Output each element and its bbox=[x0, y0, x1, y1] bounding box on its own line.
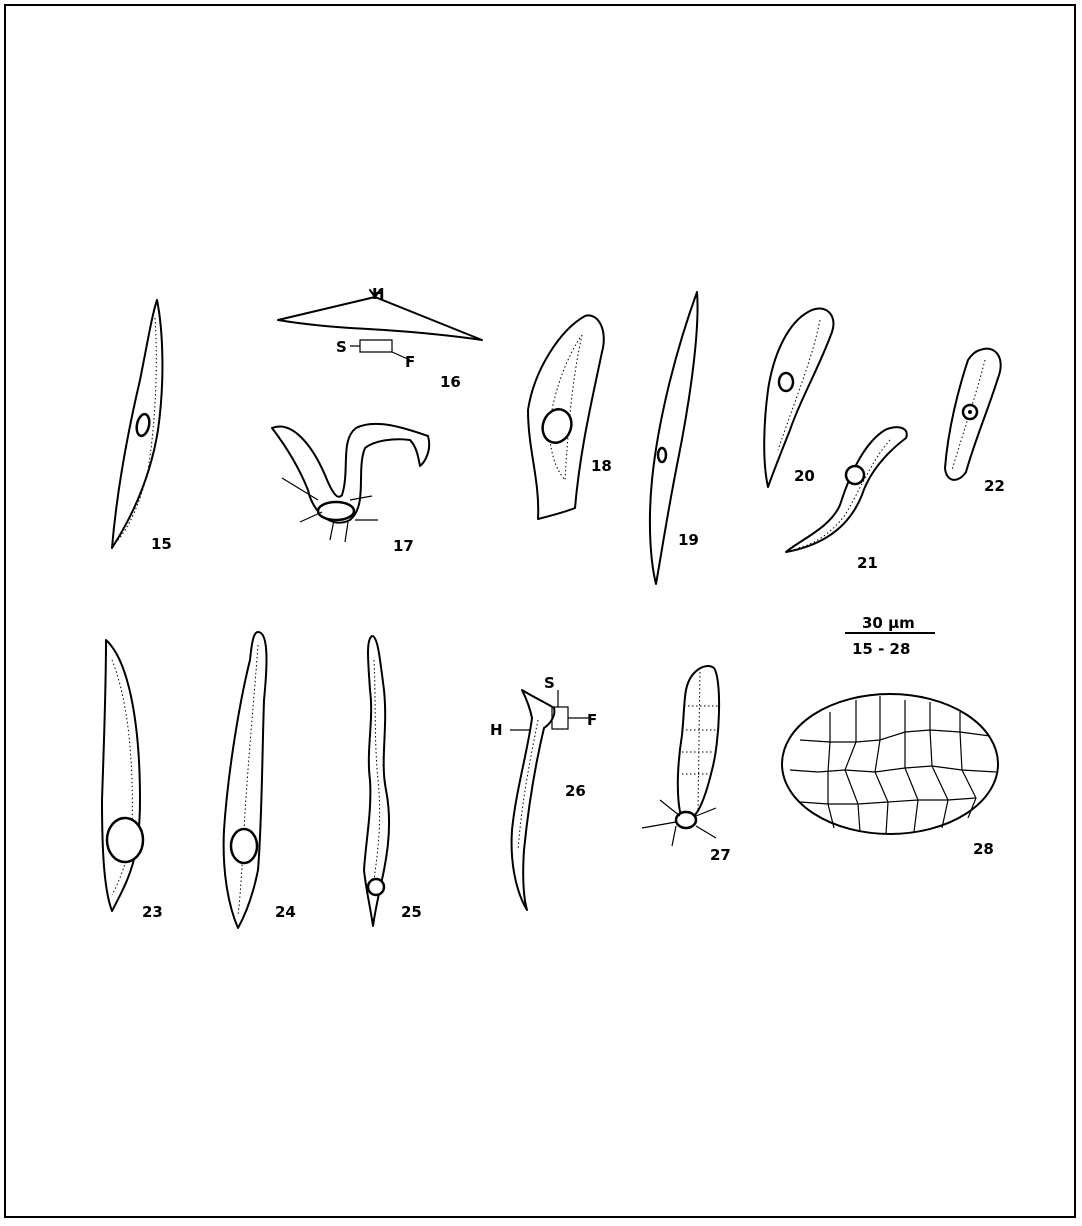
figure-number-20: 20 bbox=[794, 467, 815, 485]
figure-number-22: 22 bbox=[984, 477, 1005, 495]
figure-number-27: 27 bbox=[710, 846, 731, 864]
figure-24 bbox=[224, 632, 267, 928]
label-26-f: F bbox=[587, 711, 597, 729]
figure-28 bbox=[782, 694, 998, 834]
figure-27 bbox=[642, 666, 719, 846]
figure-26 bbox=[510, 690, 590, 910]
figure-number-15: 15 bbox=[151, 535, 172, 553]
label-16-s: S bbox=[336, 338, 347, 356]
label-26-s: S bbox=[544, 674, 555, 692]
scale-length-label: 30 μm bbox=[862, 614, 915, 632]
scale-range-label: 15 - 28 bbox=[852, 640, 910, 658]
figure-15 bbox=[112, 300, 162, 548]
figure-number-28: 28 bbox=[973, 840, 994, 858]
figure-number-23: 23 bbox=[142, 903, 163, 921]
label-16-f: F bbox=[405, 353, 415, 371]
figure-number-16: 16 bbox=[440, 373, 461, 391]
figure-21 bbox=[786, 427, 907, 552]
figure-number-24: 24 bbox=[275, 903, 296, 921]
figure-20 bbox=[764, 309, 833, 487]
figure-18 bbox=[528, 315, 604, 519]
figure-number-17: 17 bbox=[393, 537, 414, 555]
figure-23 bbox=[102, 640, 143, 911]
figure-number-26: 26 bbox=[565, 782, 586, 800]
figure-number-19: 19 bbox=[678, 531, 699, 549]
figure-number-21: 21 bbox=[857, 554, 878, 572]
figure-25 bbox=[364, 636, 389, 926]
figure-22 bbox=[945, 349, 1001, 480]
figure-17 bbox=[272, 424, 429, 542]
figure-number-25: 25 bbox=[401, 903, 422, 921]
label-16-h: H bbox=[372, 285, 385, 303]
figure-number-18: 18 bbox=[591, 457, 612, 475]
label-26-h: H bbox=[490, 721, 503, 739]
